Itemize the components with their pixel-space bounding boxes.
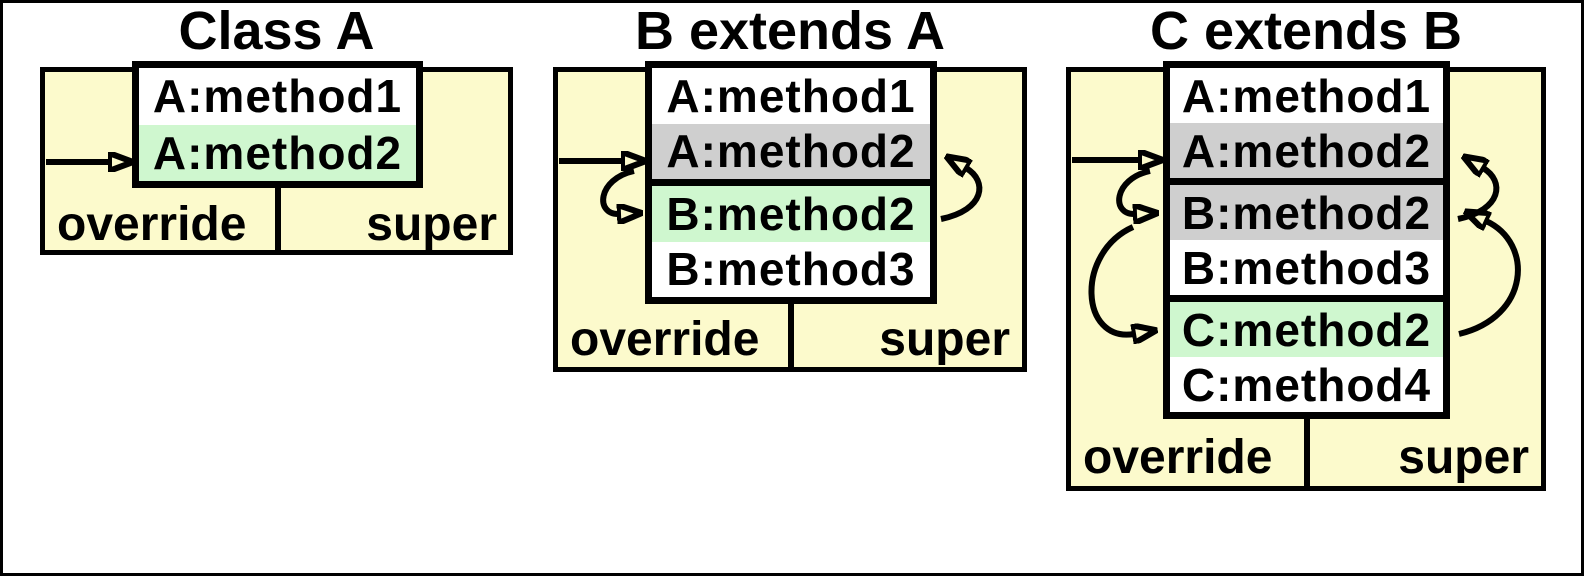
panel-title: C extends B	[1149, 1, 1463, 61]
footer-labels: override super	[45, 196, 509, 252]
footer-labels: override super	[558, 312, 1022, 366]
row-a-method2: A:method2	[1170, 123, 1443, 178]
super-label: super	[879, 312, 1010, 366]
super-label: super	[1398, 430, 1529, 484]
footer-divider	[788, 302, 794, 367]
row-b-method3: B:method3	[652, 241, 930, 297]
footer-labels: override super	[1071, 428, 1541, 486]
row-a-method1: A:method1	[652, 68, 930, 124]
panel-title: B extends A	[634, 1, 946, 61]
override-label: override	[57, 197, 247, 251]
section-divider	[1170, 178, 1443, 185]
row-c-method2: C:method2	[1170, 302, 1443, 357]
footer-divider	[275, 186, 281, 250]
row-a-method2: A:method2	[652, 123, 930, 179]
override-label: override	[570, 312, 760, 366]
method-table: A:method1 A:method2 B:method2 B:method3	[645, 61, 937, 304]
row-a-method2: A:method2	[139, 124, 416, 181]
footer-divider	[1304, 417, 1310, 486]
section-divider	[652, 179, 930, 186]
override-label: override	[1083, 430, 1273, 484]
row-a-method1: A:method1	[1170, 68, 1443, 123]
section-divider	[1170, 295, 1443, 302]
row-a-method1: A:method1	[139, 68, 416, 125]
row-b-method3: B:method3	[1170, 240, 1443, 295]
super-label: super	[366, 197, 497, 251]
row-b-method2: B:method2	[1170, 185, 1443, 240]
method-table: A:method1 A:method2 B:method2 B:method3 …	[1163, 61, 1450, 419]
method-table: A:method1 A:method2	[132, 61, 423, 188]
row-b-method2: B:method2	[652, 186, 930, 242]
panel-title: Class A	[178, 1, 375, 61]
row-c-method4: C:method4	[1170, 357, 1443, 412]
